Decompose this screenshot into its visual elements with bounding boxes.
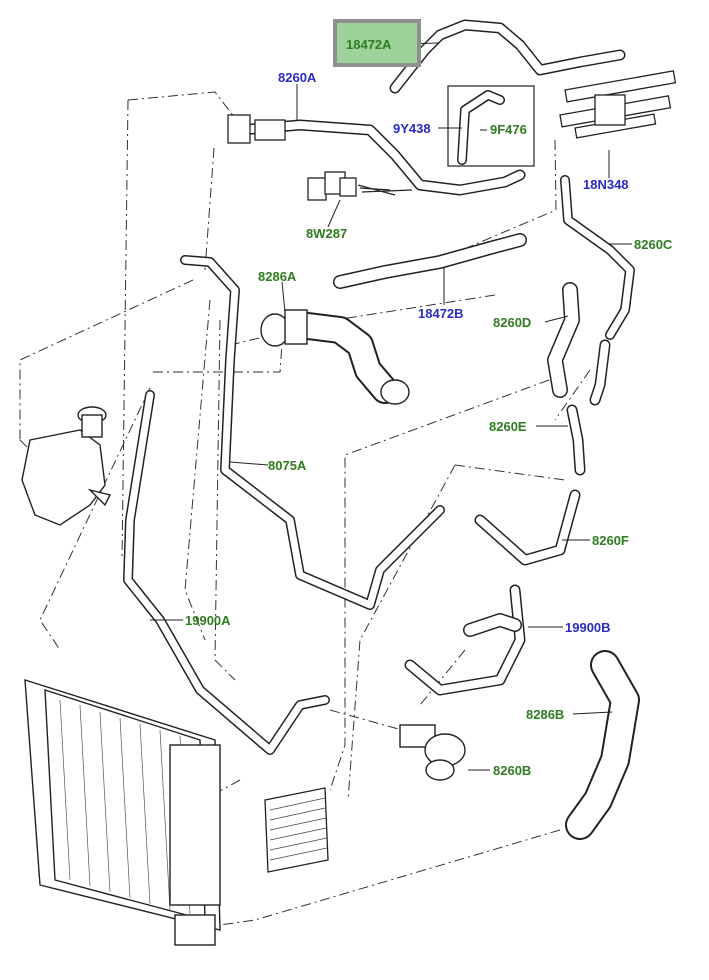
label-18472B: 18472B bbox=[418, 306, 464, 321]
valve-8260B bbox=[399, 724, 466, 781]
label-18N348: 18N348 bbox=[583, 177, 629, 192]
label-8075A: 8075A bbox=[268, 458, 307, 473]
expansion-tank bbox=[21, 406, 112, 526]
label-8260A: 8260A bbox=[278, 70, 317, 85]
label-8260B: 8260B bbox=[493, 763, 532, 778]
label-18472A: 18472A bbox=[346, 37, 392, 52]
label-8260F: 8260F bbox=[592, 533, 629, 548]
label-8260C: 8260C bbox=[634, 237, 673, 252]
hoses bbox=[123, 19, 640, 840]
label-8W287: 8W287 bbox=[306, 226, 348, 241]
label-19900A: 19900A bbox=[185, 613, 231, 628]
pipe-assembly-18N348 bbox=[559, 70, 677, 139]
highlight-box bbox=[333, 19, 421, 67]
label-9Y438: 9Y438 bbox=[393, 121, 431, 136]
label-8286A: 8286A bbox=[258, 269, 297, 284]
clip-cluster bbox=[227, 114, 357, 201]
radiator bbox=[24, 679, 221, 946]
label-8260E: 8260E bbox=[489, 419, 527, 434]
oil-cooler bbox=[264, 787, 329, 873]
leader-lines bbox=[150, 42, 632, 771]
label-8260D: 8260D bbox=[493, 315, 532, 330]
thermostat-housing bbox=[260, 309, 410, 405]
label-9F476: 9F476 bbox=[490, 122, 527, 137]
leader-arrows-8W287 bbox=[357, 184, 413, 196]
inset-box bbox=[447, 85, 535, 167]
label-19900B: 19900B bbox=[565, 620, 611, 635]
label-8286B: 8286B bbox=[526, 707, 565, 722]
